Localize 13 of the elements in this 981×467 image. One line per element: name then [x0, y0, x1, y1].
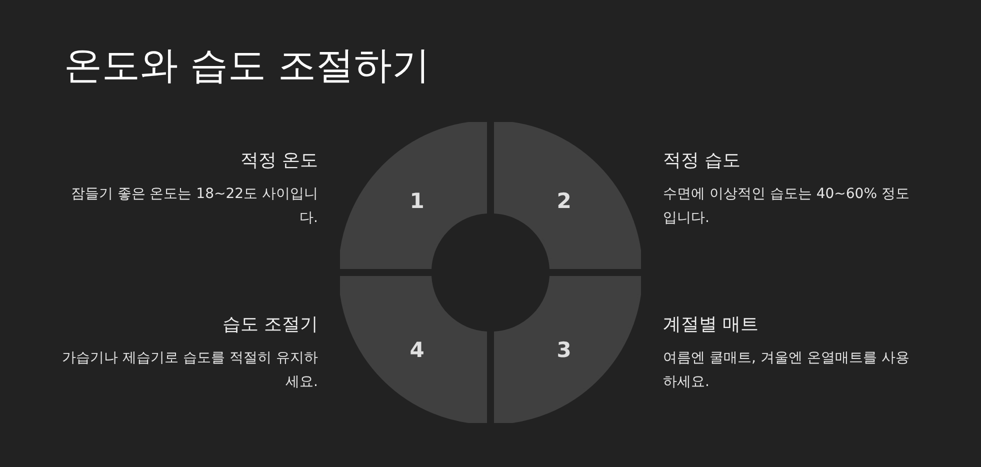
- step-number: 1: [408, 188, 426, 214]
- section-heading: 계절별 매트: [663, 313, 760, 336]
- description-text: 가습기나 제습기로 습도를 적절히 유지하세요.: [61, 349, 318, 392]
- step-number: 2: [556, 188, 572, 214]
- description-text: 잠들기 좋은 온도는 18~22도 사이입니다.: [70, 185, 318, 228]
- section-heading: 습도 조절기: [221, 313, 318, 336]
- section-heading: 적정 습도: [663, 149, 742, 172]
- step-number: 3: [556, 337, 572, 363]
- title: 온도와 습도 조절하기: [64, 42, 430, 89]
- description-text: 여름엔 쿨매트, 겨울엔 온열매트를 사용하세요.: [663, 349, 910, 392]
- section-heading: 적정 온도: [239, 149, 318, 172]
- description-text: 수면에 이상적인 습도는 40~60% 정도입니다.: [663, 185, 910, 228]
- step-number: 4: [408, 337, 426, 363]
